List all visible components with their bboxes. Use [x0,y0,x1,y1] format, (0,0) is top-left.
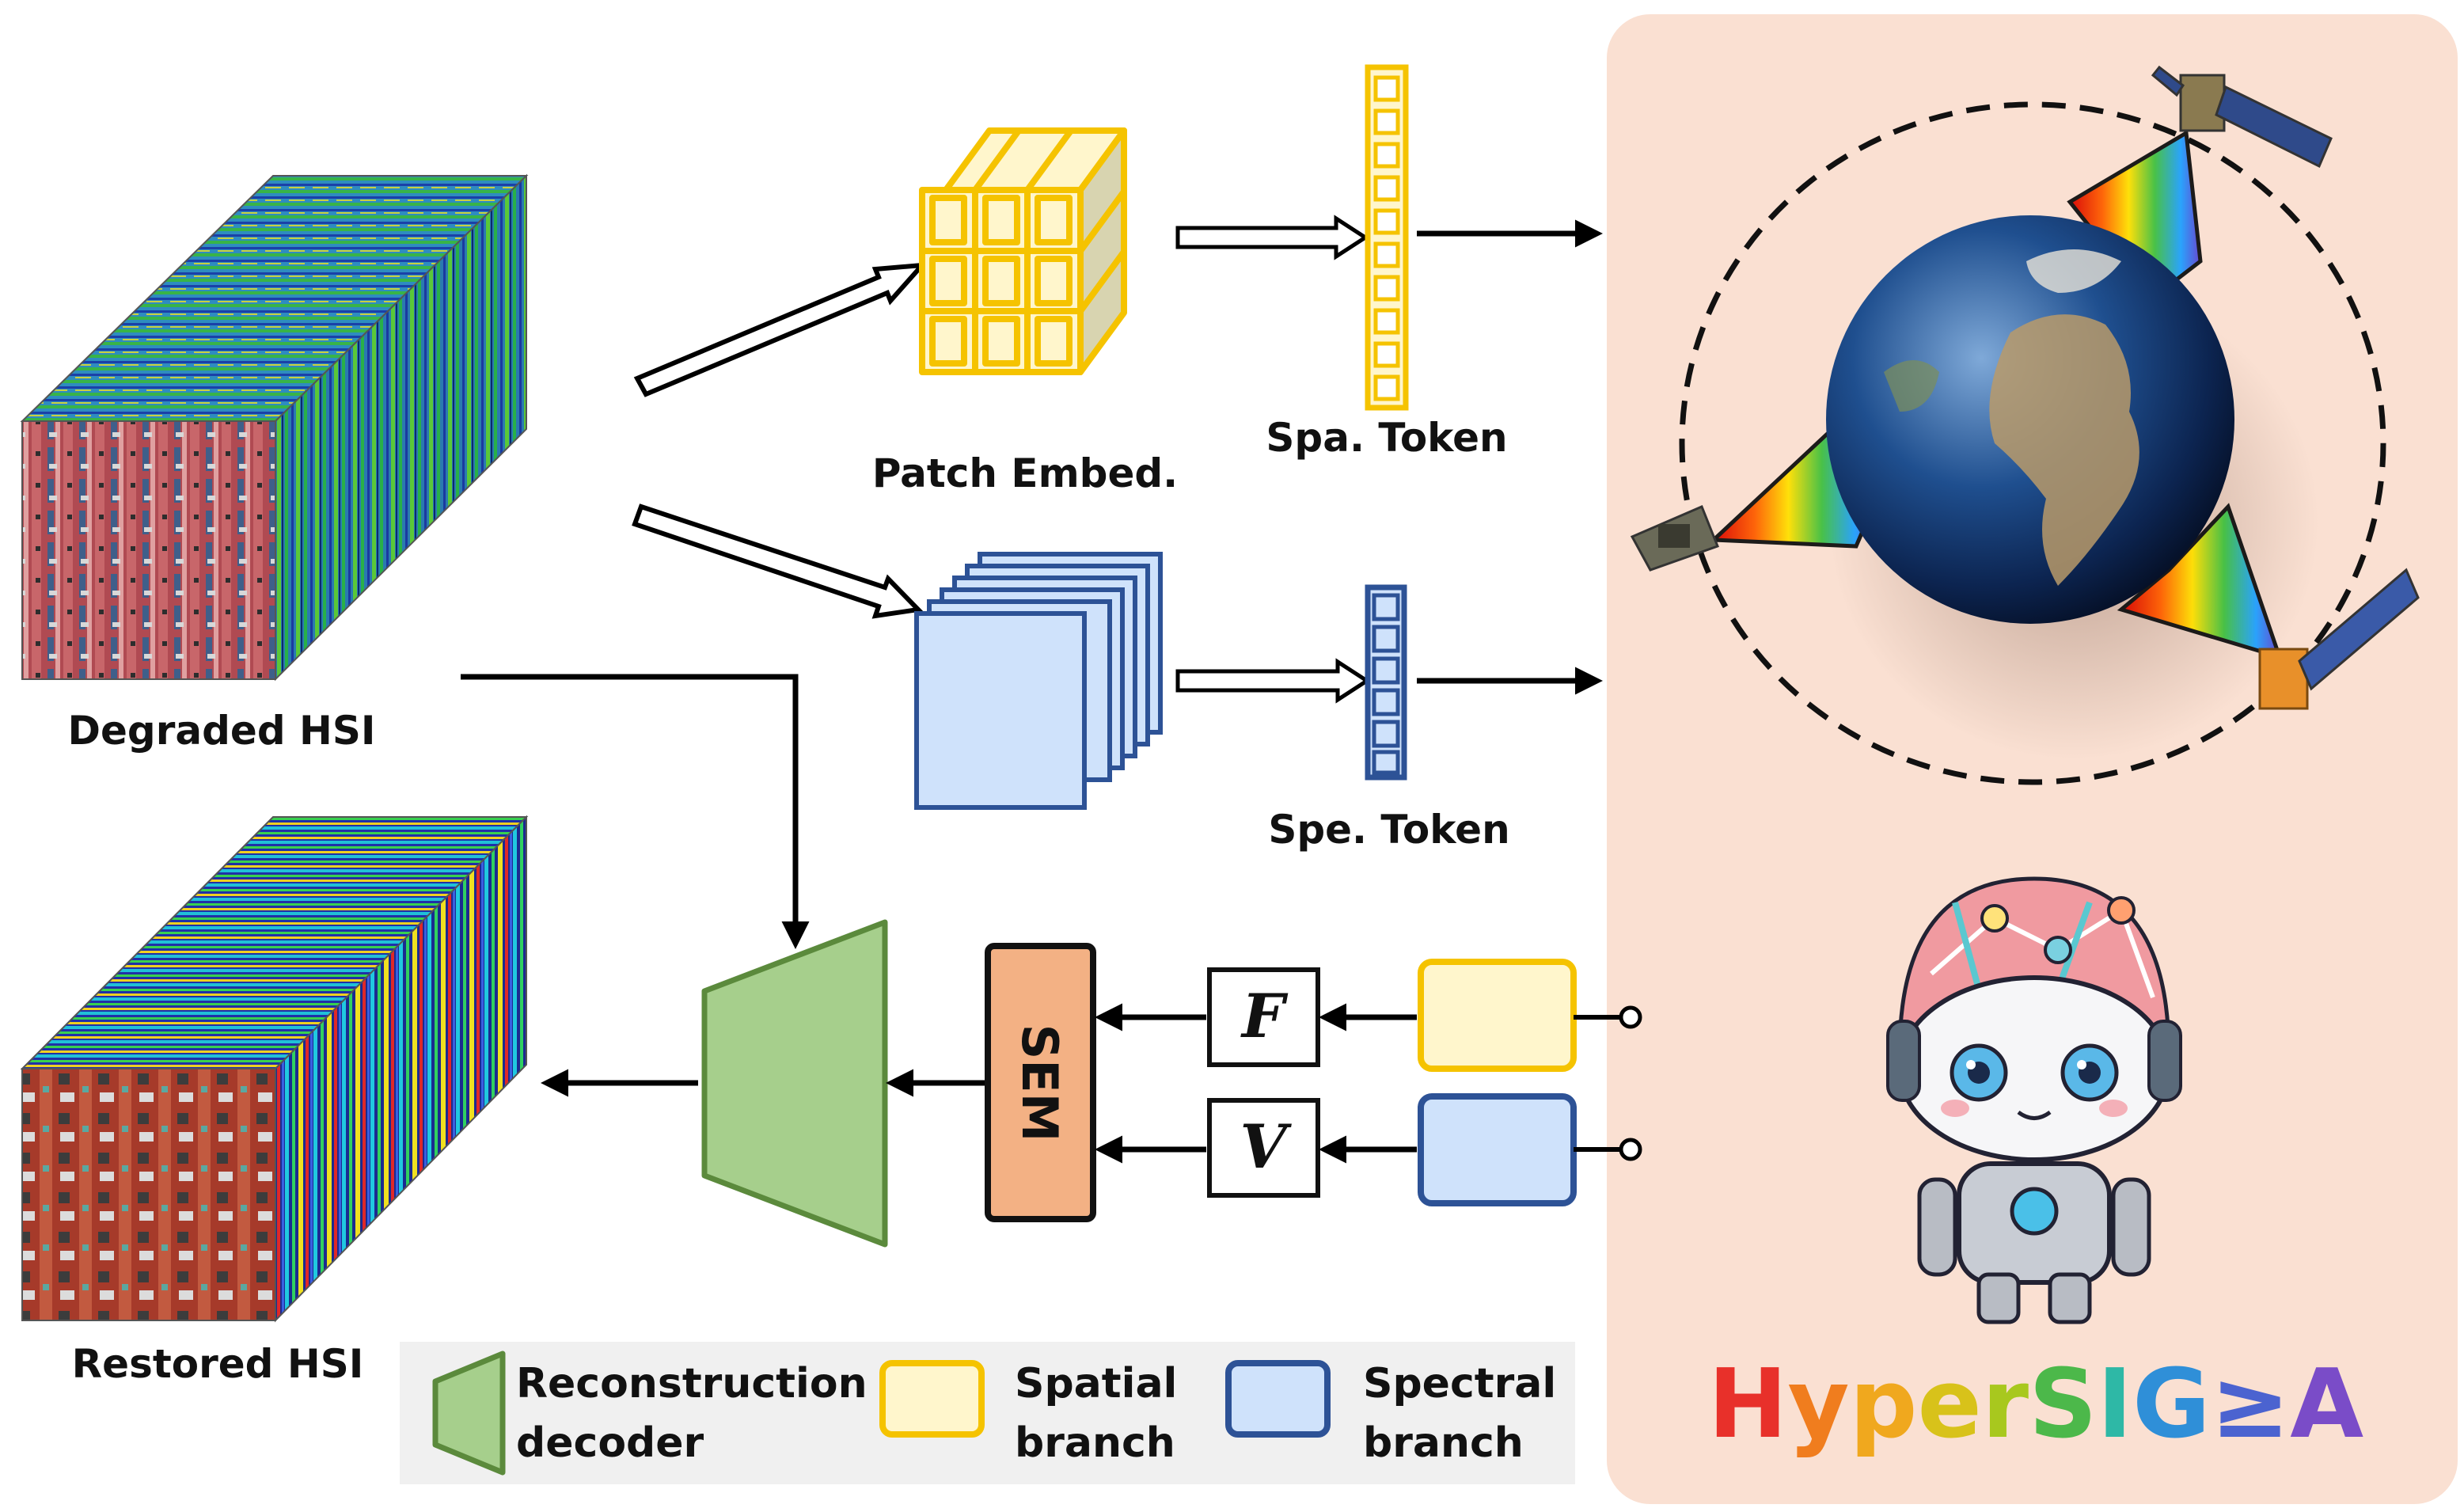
v-symbol: V [1240,1111,1293,1182]
brand-title-letter: y [1787,1350,1849,1460]
legend-spectral-line2: branch [1363,1419,1524,1467]
v-box [1207,1098,1320,1198]
earth-observation-illustration [1630,65,2420,785]
degraded-hsi-label: Degraded HSI [68,708,376,754]
brand-title-letter: H [1708,1350,1787,1460]
legend-spectral-icon [1225,1360,1331,1438]
hollow-arrow-to-spe-token [1175,658,1371,704]
brand-title: HyperSIG≥A [1708,1350,2363,1460]
orbit-path [1679,101,2386,785]
brand-title-letter: A [2290,1350,2363,1460]
spe-token [1365,584,1407,781]
hollow-arrow-to-spectral [632,503,924,619]
hollow-arrow-to-spa-token [1175,215,1369,260]
legend-decoder-line1: Reconstruction [516,1360,868,1408]
patch-embed-label: Patch Embed. [872,450,1178,496]
f-box [1207,967,1320,1067]
restored-hsi-label: Restored HSI [72,1341,364,1387]
legend-spatial-line1: Spatial [1015,1360,1177,1408]
f-symbol: F [1240,981,1289,1051]
legend-decoder-icon [432,1351,506,1476]
legend-spectral-line1: Spectral [1363,1360,1556,1408]
spe-token-label: Spe. Token [1268,807,1509,853]
spectral-feature-box [1418,1093,1577,1206]
legend-spatial-icon [879,1360,985,1438]
skip-connection-line [461,674,810,949]
hollow-arrow-to-patch-embed [633,262,928,397]
degraded-hsi-cube [20,173,529,682]
brand-title-letter: ≥ [2211,1350,2291,1460]
sem-label: SEM [1011,1024,1069,1142]
reconstruction-decoder [701,919,888,1248]
spectral-input-port [1619,1138,1642,1161]
spatial-feature-box [1418,959,1577,1072]
sem-box [985,943,1096,1222]
legend-spatial-line2: branch [1015,1419,1175,1467]
brand-title-letter: S [2029,1350,2097,1460]
legend-decoder-line2: decoder [516,1419,704,1467]
brand-title-letter: p [1850,1350,1918,1460]
restored-hsi-cube [20,815,529,1323]
satellite-icon [1630,505,1719,572]
brand-title-letter: I [2098,1350,2133,1460]
spatial-input-port [1619,1005,1642,1029]
spa-token [1365,64,1409,411]
spa-token-label: Spa. Token [1266,415,1507,461]
brand-title-letter: r [1982,1350,2029,1460]
spectral-stack [914,552,1163,810]
satellite-icon [2151,65,2333,169]
patch-embed-cubes [919,127,1127,375]
robot-mascot-icon [1886,876,2182,1324]
brand-title-letter: G [2132,1350,2211,1460]
satellite-icon [2258,568,2420,710]
legend-box [400,1342,1575,1484]
spectral-beam-right [2117,503,2283,660]
brand-title-letter: e [1917,1350,1981,1460]
